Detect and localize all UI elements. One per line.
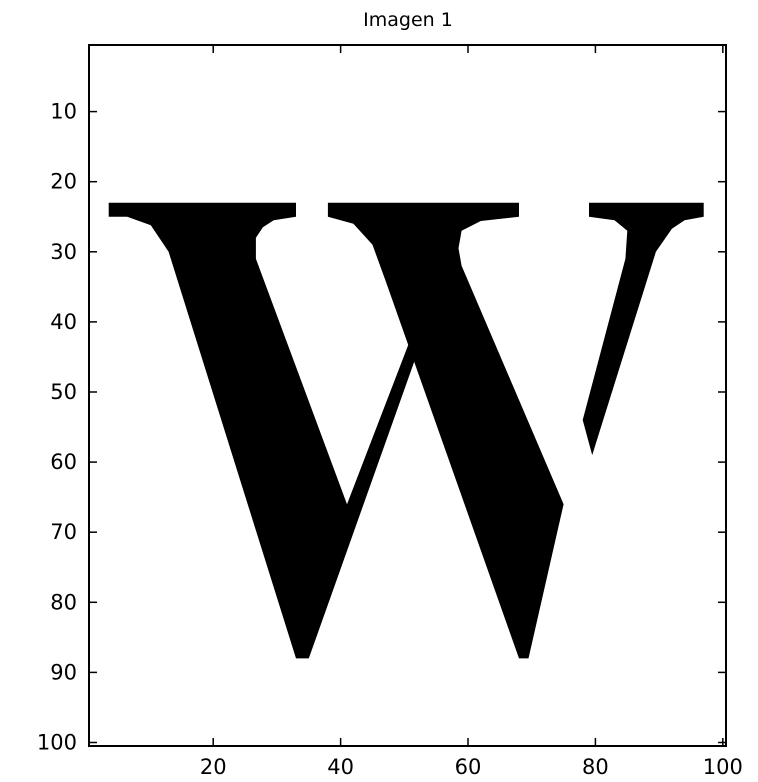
letter-right-serif bbox=[582, 202, 704, 456]
axes-frame bbox=[88, 44, 727, 747]
letter-middle-stroke bbox=[327, 202, 564, 659]
y-tick-label: 50 bbox=[50, 380, 77, 404]
y-tick-label: 70 bbox=[50, 520, 77, 544]
image-background bbox=[89, 45, 726, 746]
x-tick-label: 80 bbox=[582, 755, 609, 779]
y-tick-label: 80 bbox=[50, 590, 77, 614]
y-tick-label: 90 bbox=[50, 660, 77, 684]
y-tick-label: 100 bbox=[37, 730, 77, 754]
chart-title: Imagen 1 bbox=[363, 9, 453, 31]
image-area bbox=[89, 45, 726, 746]
x-tick-label: 100 bbox=[703, 755, 743, 779]
x-tick-label: 60 bbox=[455, 755, 482, 779]
y-tick-label: 60 bbox=[50, 450, 77, 474]
y-tick-label: 20 bbox=[50, 170, 77, 194]
axis-ticks: 20 40 60 80 100 10 20 30 40 50 60 70 80 90 100 bbox=[37, 45, 743, 779]
x-tick-label: 40 bbox=[327, 755, 354, 779]
y-tick-label: 40 bbox=[50, 310, 77, 334]
x-tick-label: 20 bbox=[200, 755, 227, 779]
y-tick-label: 10 bbox=[50, 100, 77, 124]
letter-left-stroke bbox=[108, 202, 424, 659]
y-tick-label: 30 bbox=[50, 240, 77, 264]
